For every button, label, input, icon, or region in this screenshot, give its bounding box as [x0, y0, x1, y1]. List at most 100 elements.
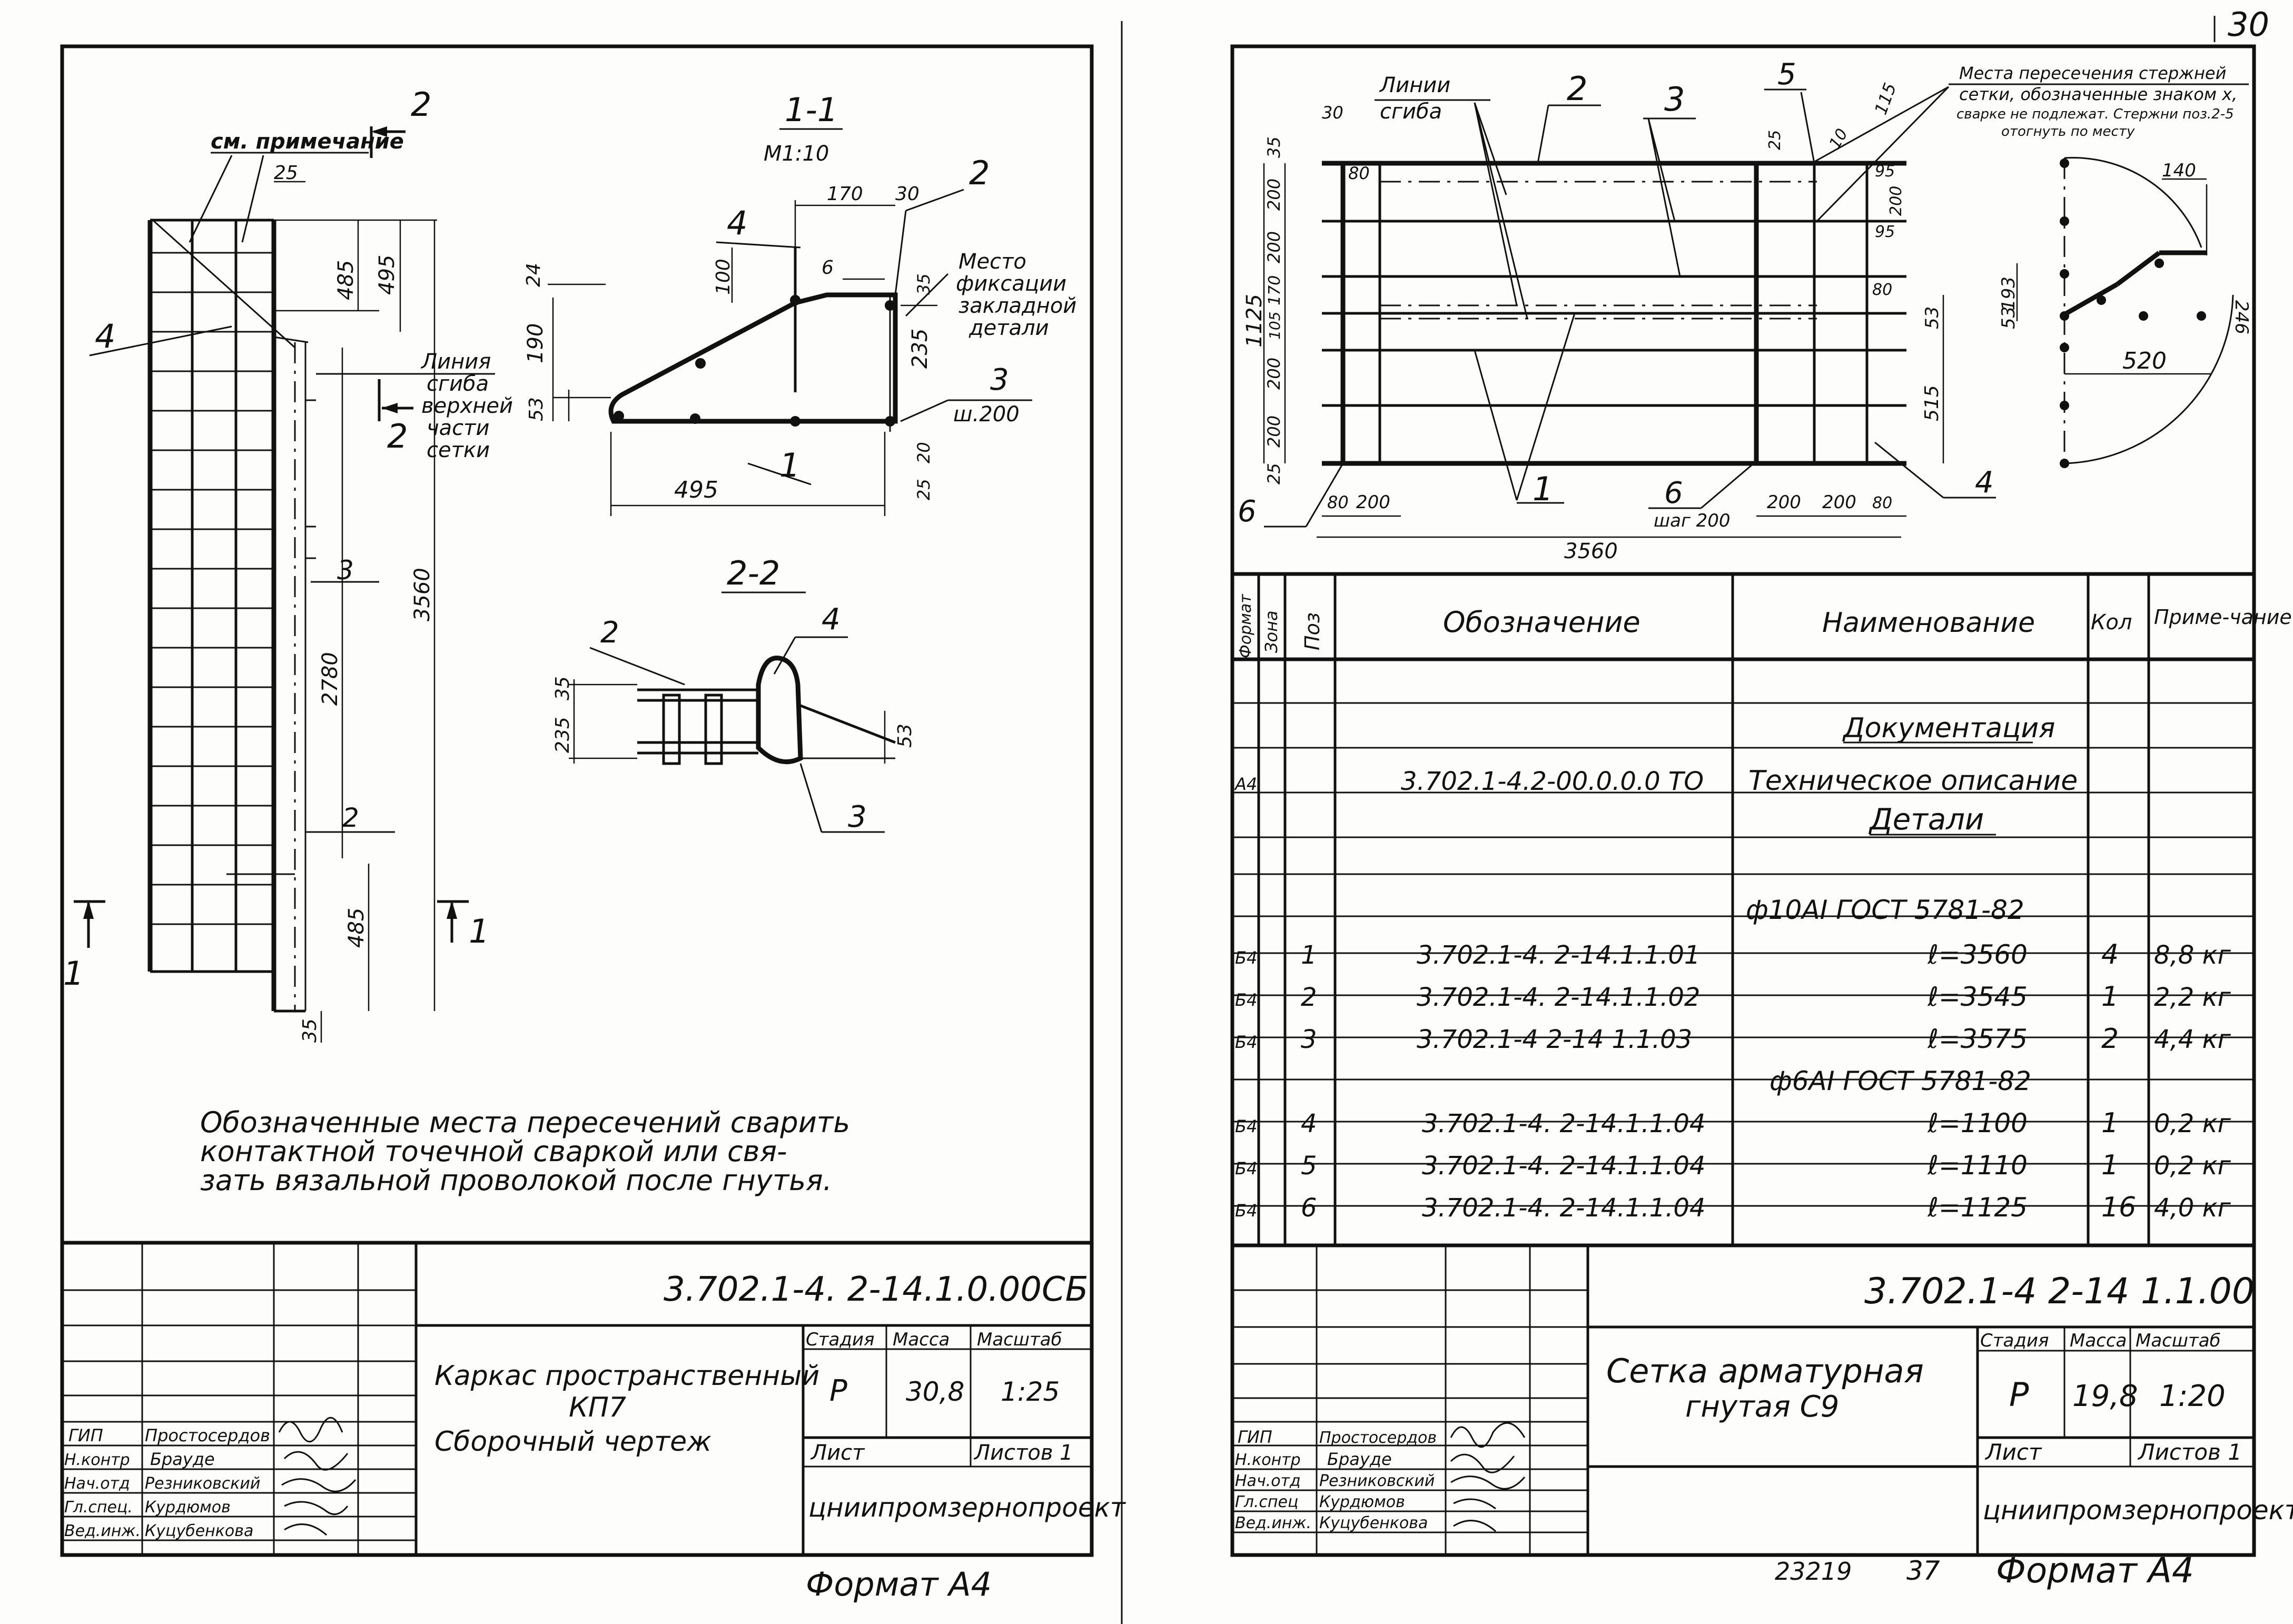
steel-grade-b: ф6АI ГОСТ 5781-82 — [1770, 1066, 2031, 1096]
bend-line-label-3: верхней — [421, 394, 513, 418]
bend-lines-label-2: сгиба — [1380, 100, 1442, 124]
left-format: Формат А4 — [806, 1565, 992, 1603]
dim-235b: 235 — [552, 717, 574, 753]
plan-pos-5: 5 — [1777, 57, 1796, 92]
plan-pos-2: 2 — [1567, 70, 1587, 108]
steel-grade-a: ф10АI ГОСТ 5781-82 — [1746, 895, 2024, 925]
spec-designation: 3.702.1-4. 2-14.1.1.02 — [1417, 983, 1700, 1012]
doc-row-format: А4 — [1234, 774, 1257, 794]
plan-step: шаг 200 — [1654, 510, 1731, 531]
spec-pos: 4 — [1301, 1109, 1317, 1138]
bottom-number-1: 23219 — [1775, 1557, 1852, 1586]
see-note-label: см. примечание — [211, 130, 404, 154]
side-rebar-dot — [2060, 311, 2069, 321]
spec-designation: 3.702.1-4 2-14 1.1.03 — [1417, 1025, 1692, 1054]
right-name-1: Сетка арматурная — [1606, 1352, 1924, 1390]
left-sheet-label: Лист — [810, 1441, 865, 1465]
section-1-1: 1-1 М1:10 495 1 170 30 2 4 100 6 — [523, 91, 1076, 516]
pos-3-label: 3 — [337, 555, 354, 586]
dim-193: 193 — [1998, 276, 2019, 311]
dim-3560: 3560 — [410, 568, 434, 621]
bend-line-label-4: части — [427, 416, 489, 440]
spec-format: Б4 — [1235, 990, 1257, 1010]
dim-115: 115 — [1871, 80, 1901, 117]
right-frame — [1230, 44, 2256, 1557]
th-zone: Зона — [1261, 610, 1281, 653]
plan-pos-6: 6 — [1664, 476, 1683, 510]
spec-note: 0,2 кг — [2154, 1109, 2231, 1138]
dim-25b: 25 — [914, 479, 934, 500]
left-title-block: 3.702.1-4. 2-14.1.0.00СБ Каркас простран… — [62, 1241, 1126, 1603]
right-doc-code: 3.702.1-4 2-14 1.1.00 — [1864, 1271, 2255, 1312]
dim-2780: 2780 — [318, 652, 342, 706]
right-title-block: 3.702.1-4 2-14 1.1.00 Сетка арматурная г… — [1231, 1245, 2293, 1591]
section-11-pos-4: 4 — [727, 204, 747, 242]
spec-qty: 1 — [2101, 981, 2119, 1013]
rebar-dot — [790, 416, 800, 427]
spec-designation: 3.702.1-4. 2-14.1.1.04 — [1422, 1193, 1705, 1223]
right-org: цниипромзернопроект — [1983, 1495, 2293, 1526]
dim-190: 190 — [523, 323, 548, 363]
dim-100: 100 — [713, 259, 734, 295]
dim-520: 520 — [2122, 348, 2167, 374]
right-sheets-label: Листов 1 — [2137, 1439, 2242, 1465]
rebar-dot — [695, 358, 706, 369]
section-details: Детали — [1868, 803, 1984, 837]
side-rebar-dot — [2060, 216, 2069, 226]
spec-name: ℓ=3560 — [1927, 939, 2028, 970]
left-mass-header: Масса — [893, 1329, 950, 1350]
spec-qty: 16 — [2101, 1192, 2136, 1223]
note-line-1: Обозначенные места пересечений сварить — [200, 1106, 850, 1139]
spec-name: ℓ=3575 — [1927, 1024, 2028, 1054]
spec-qty: 1 — [2101, 1150, 2119, 1181]
spec-table: Формат Зона Поз Обозначение Наименование… — [1232, 572, 2292, 1247]
dim-25r: 25 — [1264, 463, 1284, 484]
section-22-pos-4: 4 — [822, 602, 841, 637]
dim-80-a: 80 — [1327, 492, 1349, 512]
left-name-2: КП7 — [569, 1392, 626, 1423]
spec-designation: 3.702.1-4. 2-14.1.1.04 — [1422, 1151, 1705, 1181]
spec-qty: 2 — [2101, 1023, 2119, 1055]
plan-pos-1: 1 — [1533, 470, 1553, 508]
rebar-dot — [790, 295, 800, 305]
right-role-3: Нач.отд — [1235, 1472, 1301, 1490]
right-person-2: Брауде — [1327, 1449, 1392, 1469]
left-stage-header: Стадия — [806, 1329, 874, 1350]
rebar-dot — [885, 416, 895, 427]
left-frame — [60, 44, 1094, 1557]
dim-30: 30 — [895, 183, 920, 205]
pos-4-label: 4 — [95, 317, 115, 355]
dim-200-f: 200 — [1767, 492, 1801, 513]
left-stage: Р — [829, 1374, 847, 1408]
th-name: Наименование — [1822, 607, 2035, 639]
side-rebar-dot — [2060, 159, 2069, 168]
dim-485: 485 — [334, 260, 358, 300]
right-stage: Р — [2009, 1375, 2029, 1414]
right-stage-header: Стадия — [1980, 1330, 2049, 1351]
section-mark-2-bottom: 2 — [387, 417, 408, 455]
spec-pos: 3 — [1301, 1025, 1317, 1054]
right-role-5: Вед.инж. — [1235, 1514, 1311, 1532]
left-sheets-label: Листов 1 — [973, 1441, 1073, 1465]
cross-note-3: сварке не подлежат. Стержни поз.2-5 — [1956, 106, 2234, 122]
dim-30r: 30 — [1322, 103, 1343, 123]
spec-format: Б4 — [1235, 1032, 1257, 1052]
dim-95-b: 95 — [1875, 223, 1895, 241]
dim-53rs: 53 — [1998, 306, 2019, 329]
left-name-1: Каркас пространственный — [434, 1360, 819, 1392]
spec-name: ℓ=3545 — [1927, 982, 2028, 1012]
doc-row-name: Техническое описание — [1748, 765, 2078, 797]
spec-format: Б4 — [1235, 1158, 1257, 1179]
embedded-part-1: Место — [958, 250, 1026, 274]
dim-105: 105 — [1266, 312, 1283, 340]
right-mass: 19,8 — [2072, 1379, 2138, 1413]
dim-53b: 53 — [894, 724, 916, 748]
dim-20: 20 — [914, 442, 934, 463]
side-rebar-dot — [2060, 343, 2069, 352]
dim-246: 246 — [2231, 300, 2252, 334]
left-sheet: см. примечание 2 25 485 495 3560 2780 48… — [60, 44, 1126, 1603]
right-scale-header: Масштаб — [2136, 1330, 2221, 1351]
spec-format: Б4 — [1235, 948, 1257, 968]
